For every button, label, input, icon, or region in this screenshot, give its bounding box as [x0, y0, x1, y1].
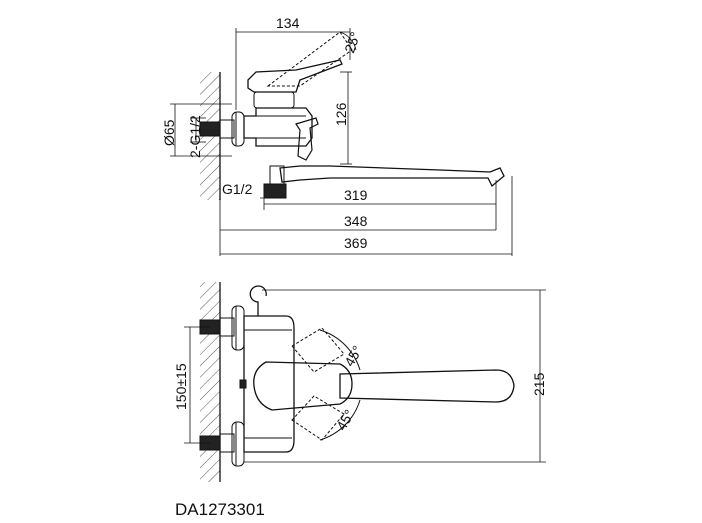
aerator-stub-side — [263, 183, 287, 199]
lever-handle-top — [339, 369, 515, 403]
dim-diameter-65: Ø65 — [161, 119, 177, 146]
lever-handle-rotated — [266, 31, 353, 87]
dim-45-bottom: 45° — [333, 407, 357, 433]
wall-section-top — [200, 282, 220, 482]
spout-side — [279, 165, 505, 188]
mixer-body-top — [243, 315, 295, 453]
diverter-knob-side — [295, 117, 319, 161]
dim-g12: G1/2 — [222, 181, 253, 197]
dim-348: 348 — [344, 213, 368, 229]
eccentric-body-side — [219, 119, 235, 139]
dim-369: 369 — [344, 235, 368, 251]
dim-thread-2-g12: 2-G1/2 — [187, 115, 203, 158]
dimension-lines-side — [170, 28, 513, 256]
top-view: 45° 45° 150±15 215 — [173, 282, 547, 482]
eccentric-body-top-upper — [219, 317, 235, 337]
dim-25-angle: 25° — [341, 30, 363, 55]
dim-215: 215 — [531, 372, 547, 396]
lever-rotated-up — [291, 327, 345, 373]
mixer-body-side — [243, 107, 313, 147]
eccentric-thread-side — [199, 121, 221, 137]
shower-hook-top — [249, 285, 267, 316]
side-view: 134 25° 126 Ø65 2-G1/2 G1/2 319 348 369 — [161, 15, 513, 256]
dimension-lines-top — [184, 289, 546, 463]
dim-134: 134 — [276, 15, 300, 31]
dim-126: 126 — [333, 102, 349, 126]
arc-45-bottom — [319, 399, 361, 441]
lever-rotated-down — [291, 395, 345, 441]
lever-handle-side — [247, 59, 343, 93]
dim-150-15: 150±15 — [173, 363, 189, 410]
dim-319: 319 — [344, 187, 368, 203]
cartridge-housing-side — [253, 91, 295, 109]
handle-hub-top — [253, 361, 353, 411]
eccentric-body-top-lower — [219, 433, 235, 453]
arc-45-top — [319, 329, 361, 371]
hot-cold-marker — [239, 379, 247, 389]
model-number: DA1273301 — [175, 500, 265, 519]
dim-45-top: 45° — [341, 343, 365, 369]
